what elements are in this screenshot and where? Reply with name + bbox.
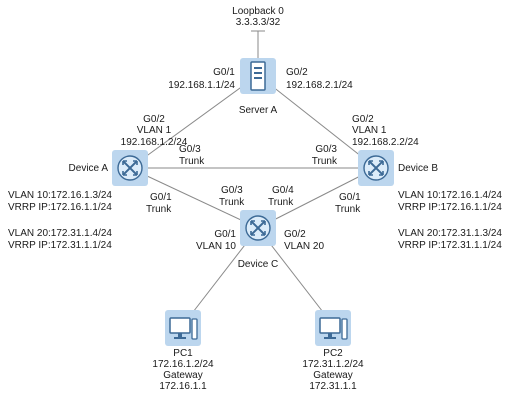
pc-icon[interactable] bbox=[315, 310, 351, 346]
pc-icon[interactable] bbox=[165, 310, 201, 346]
link-server-device-b bbox=[257, 74, 377, 169]
device-b-g03-mode: Trunk bbox=[311, 156, 337, 167]
link-device-a-device-c bbox=[129, 167, 259, 229]
switch-icon[interactable] bbox=[240, 210, 276, 246]
device-b-g01-port: G0/1 bbox=[339, 192, 361, 203]
server-g01-port: G0/1 bbox=[213, 67, 235, 78]
pc1-name: PC1 bbox=[173, 348, 193, 359]
device-b-g01-mode: Trunk bbox=[335, 204, 361, 215]
link-server-device-a bbox=[129, 74, 259, 169]
pc2-ip: 172.31.1.2/24 bbox=[302, 359, 364, 370]
loopback-name: Loopback 0 bbox=[232, 6, 284, 17]
device-a-g03-mode: Trunk bbox=[179, 156, 205, 167]
device-a-vlan20: VLAN 20:172.31.1.4/24 bbox=[8, 228, 112, 239]
device-a-vrrp20: VRRP IP:172.31.1.1/24 bbox=[8, 240, 112, 251]
device-b-g02-port: G0/2 bbox=[352, 114, 374, 125]
device-b-name: Device B bbox=[398, 163, 439, 174]
device-b-g02-ip: 192.168.2.2/24 bbox=[352, 137, 419, 148]
device-a-g02-vlan: VLAN 1 bbox=[136, 125, 172, 136]
device-b-vrrp10: VRRP IP:172.16.1.1/24 bbox=[398, 202, 502, 213]
device-c-g01-vlan: VLAN 10 bbox=[195, 241, 236, 252]
device-c-g02-vlan: VLAN 20 bbox=[284, 241, 325, 252]
device-a-vrrp10: VRRP IP:172.16.1.1/24 bbox=[8, 202, 112, 213]
device-c-g04-port: G0/4 bbox=[272, 185, 294, 196]
switch-icon[interactable] bbox=[112, 150, 148, 186]
device-a-g02-port: G0/2 bbox=[143, 114, 165, 125]
device-b-g03-port: G0/3 bbox=[315, 144, 337, 155]
device-b-g02-vlan: VLAN 1 bbox=[352, 125, 387, 136]
server-g01-ip: 192.168.1.1/24 bbox=[168, 80, 235, 91]
device-c-name: Device C bbox=[237, 259, 279, 270]
pc1-gateway-label: Gateway bbox=[163, 370, 203, 381]
pc2-gateway: 172.31.1.1 bbox=[309, 381, 357, 392]
device-c-g01-port: G0/1 bbox=[214, 229, 236, 240]
device-c-g03-port: G0/3 bbox=[221, 185, 243, 196]
device-a-g01-port: G0/1 bbox=[150, 192, 172, 203]
pc1-ip: 172.16.1.2/24 bbox=[152, 359, 214, 370]
device-b-vlan10: VLAN 10:172.16.1.4/24 bbox=[398, 190, 502, 201]
loopback-ip: 3.3.3.3/32 bbox=[235, 17, 281, 28]
switch-icon[interactable] bbox=[358, 150, 394, 186]
device-a-g03-port: G0/3 bbox=[179, 144, 201, 155]
device-a-vlan10: VLAN 10:172.16.1.3/24 bbox=[8, 190, 112, 201]
device-c-g03-mode: Trunk bbox=[219, 197, 245, 208]
server-g02-port: G0/2 bbox=[286, 67, 308, 78]
device-c-g02-port: G0/2 bbox=[284, 229, 306, 240]
device-a-g02-ip: 192.168.1.2/24 bbox=[120, 137, 188, 148]
link-device-b-device-c bbox=[257, 167, 377, 229]
pc2-name: PC2 bbox=[323, 348, 343, 359]
device-a-g01-mode: Trunk bbox=[146, 204, 172, 215]
device-a-name: Device A bbox=[68, 163, 108, 174]
device-c-g04-mode: Trunk bbox=[268, 197, 294, 208]
server-icon[interactable] bbox=[240, 58, 276, 94]
server-g02-ip: 192.168.2.1/24 bbox=[286, 80, 353, 91]
pc2-gateway-label: Gateway bbox=[313, 370, 353, 381]
device-b-vrrp20: VRRP IP:172.31.1.1/24 bbox=[398, 240, 502, 251]
pc1-gateway: 172.16.1.1 bbox=[159, 381, 207, 392]
device-b-vlan20: VLAN 20:172.31.1.3/24 bbox=[398, 228, 502, 239]
server-name: Server A bbox=[238, 105, 278, 116]
